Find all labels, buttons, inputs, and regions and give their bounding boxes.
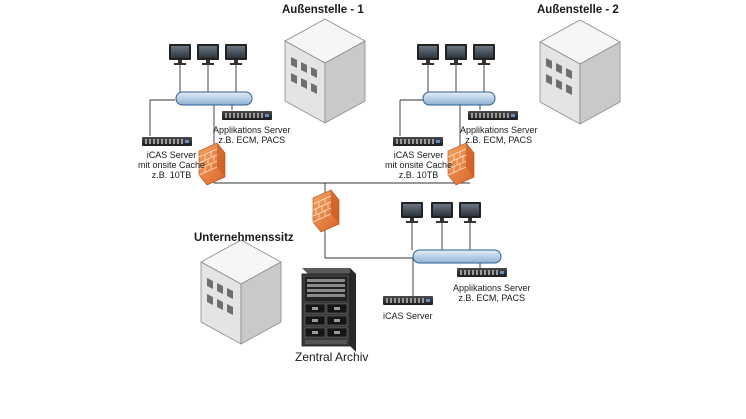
hq-switch <box>412 249 502 264</box>
hq-building <box>200 239 282 345</box>
hq-icas-label: iCAS Server <box>383 311 433 321</box>
hq-app-server <box>457 268 507 277</box>
central-archive-rack <box>301 268 356 352</box>
site2-icas-server <box>393 137 443 146</box>
site2-building <box>539 19 621 125</box>
site2-switch <box>422 91 496 106</box>
site1-icas-server <box>142 137 192 146</box>
site2-app-server <box>468 111 518 120</box>
site1-title: Außenstelle - 1 <box>282 4 364 16</box>
hq-title: Unternehmenssitz <box>194 232 294 244</box>
site2-title: Außenstelle - 2 <box>537 4 619 16</box>
central-firewall <box>312 189 340 233</box>
site1-building <box>284 18 366 124</box>
hq-monitors <box>401 202 481 223</box>
site1-monitors <box>169 44 247 65</box>
site2-monitors <box>417 44 495 65</box>
site1-app-server <box>222 111 272 120</box>
hq-icas-server <box>383 296 433 305</box>
site1-switch <box>175 91 253 106</box>
central-archive-label: Zentral Archiv <box>295 350 369 364</box>
